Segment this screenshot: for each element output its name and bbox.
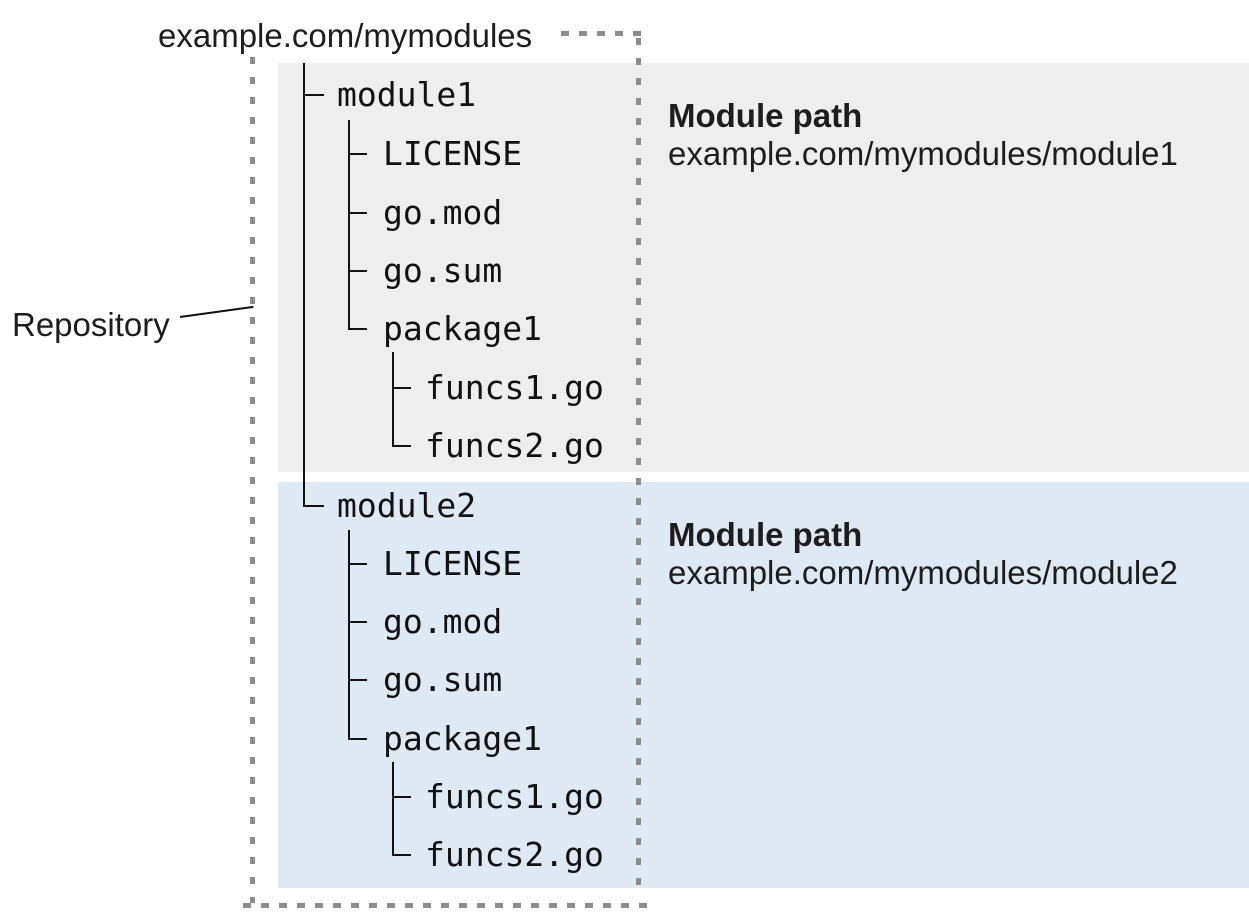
module2-panel — [278, 482, 1249, 888]
module2-branch-funcs1 — [392, 796, 411, 798]
module1-level3-line — [392, 352, 394, 447]
tree-branch-module1 — [303, 94, 324, 96]
module2-branch-package1 — [348, 738, 367, 740]
module1-level2-line — [348, 120, 350, 330]
tree-item-module2-package: package1 — [383, 719, 542, 758]
module1-branch-funcs1 — [392, 387, 411, 389]
module1-path-info: Module path example.com/mymodules/module… — [668, 97, 1178, 173]
module1-branch-gomod — [348, 212, 367, 214]
tree-item-module2-license: LICENSE — [383, 544, 523, 583]
tree-item-module1-gomod: go.mod — [383, 193, 503, 232]
module1-branch-license — [348, 153, 367, 155]
module2-path-heading: Module path — [668, 516, 863, 553]
tree-item-module1: module1 — [337, 75, 477, 114]
tree-item-module1-gosum: go.sum — [383, 251, 503, 290]
module1-branch-gosum — [348, 270, 367, 272]
tree-item-module2-funcs1: funcs1.go — [425, 777, 604, 816]
module2-branch-gomod — [348, 621, 367, 623]
tree-item-module2: module2 — [337, 486, 477, 525]
repo-title: example.com/mymodules — [158, 17, 533, 54]
repository-pointer-line — [179, 305, 254, 318]
module2-level2-line — [348, 530, 350, 740]
module2-path-info: Module path example.com/mymodules/module… — [668, 516, 1178, 592]
tree-item-module2-gosum: go.sum — [383, 660, 503, 699]
module1-branch-funcs2 — [392, 445, 411, 447]
tree-item-module2-gomod: go.mod — [383, 602, 503, 641]
repo-border-right — [636, 38, 641, 898]
module1-path-heading: Module path — [668, 97, 863, 134]
module1-path-value: example.com/mymodules/module1 — [668, 135, 1178, 172]
tree-item-module1-package: package1 — [383, 309, 542, 348]
tree-item-module1-funcs2: funcs2.go — [425, 426, 604, 465]
module2-level3-line — [392, 762, 394, 856]
repo-border-bottom — [243, 903, 657, 908]
repo-border-left — [250, 57, 255, 903]
repo-border-top — [561, 31, 641, 36]
tree-trunk-line — [303, 63, 305, 507]
module1-panel — [278, 63, 1249, 472]
module2-branch-license — [348, 563, 367, 565]
module2-branch-funcs2 — [392, 854, 411, 856]
repository-label: Repository — [12, 306, 170, 343]
tree-item-module1-funcs1: funcs1.go — [425, 368, 604, 407]
module2-path-value: example.com/mymodules/module2 — [668, 554, 1178, 591]
tree-item-module1-license: LICENSE — [383, 134, 523, 173]
tree-branch-module2 — [303, 505, 324, 507]
module1-branch-package1 — [348, 328, 367, 330]
tree-item-module2-funcs2: funcs2.go — [425, 835, 604, 874]
module2-branch-gosum — [348, 679, 367, 681]
